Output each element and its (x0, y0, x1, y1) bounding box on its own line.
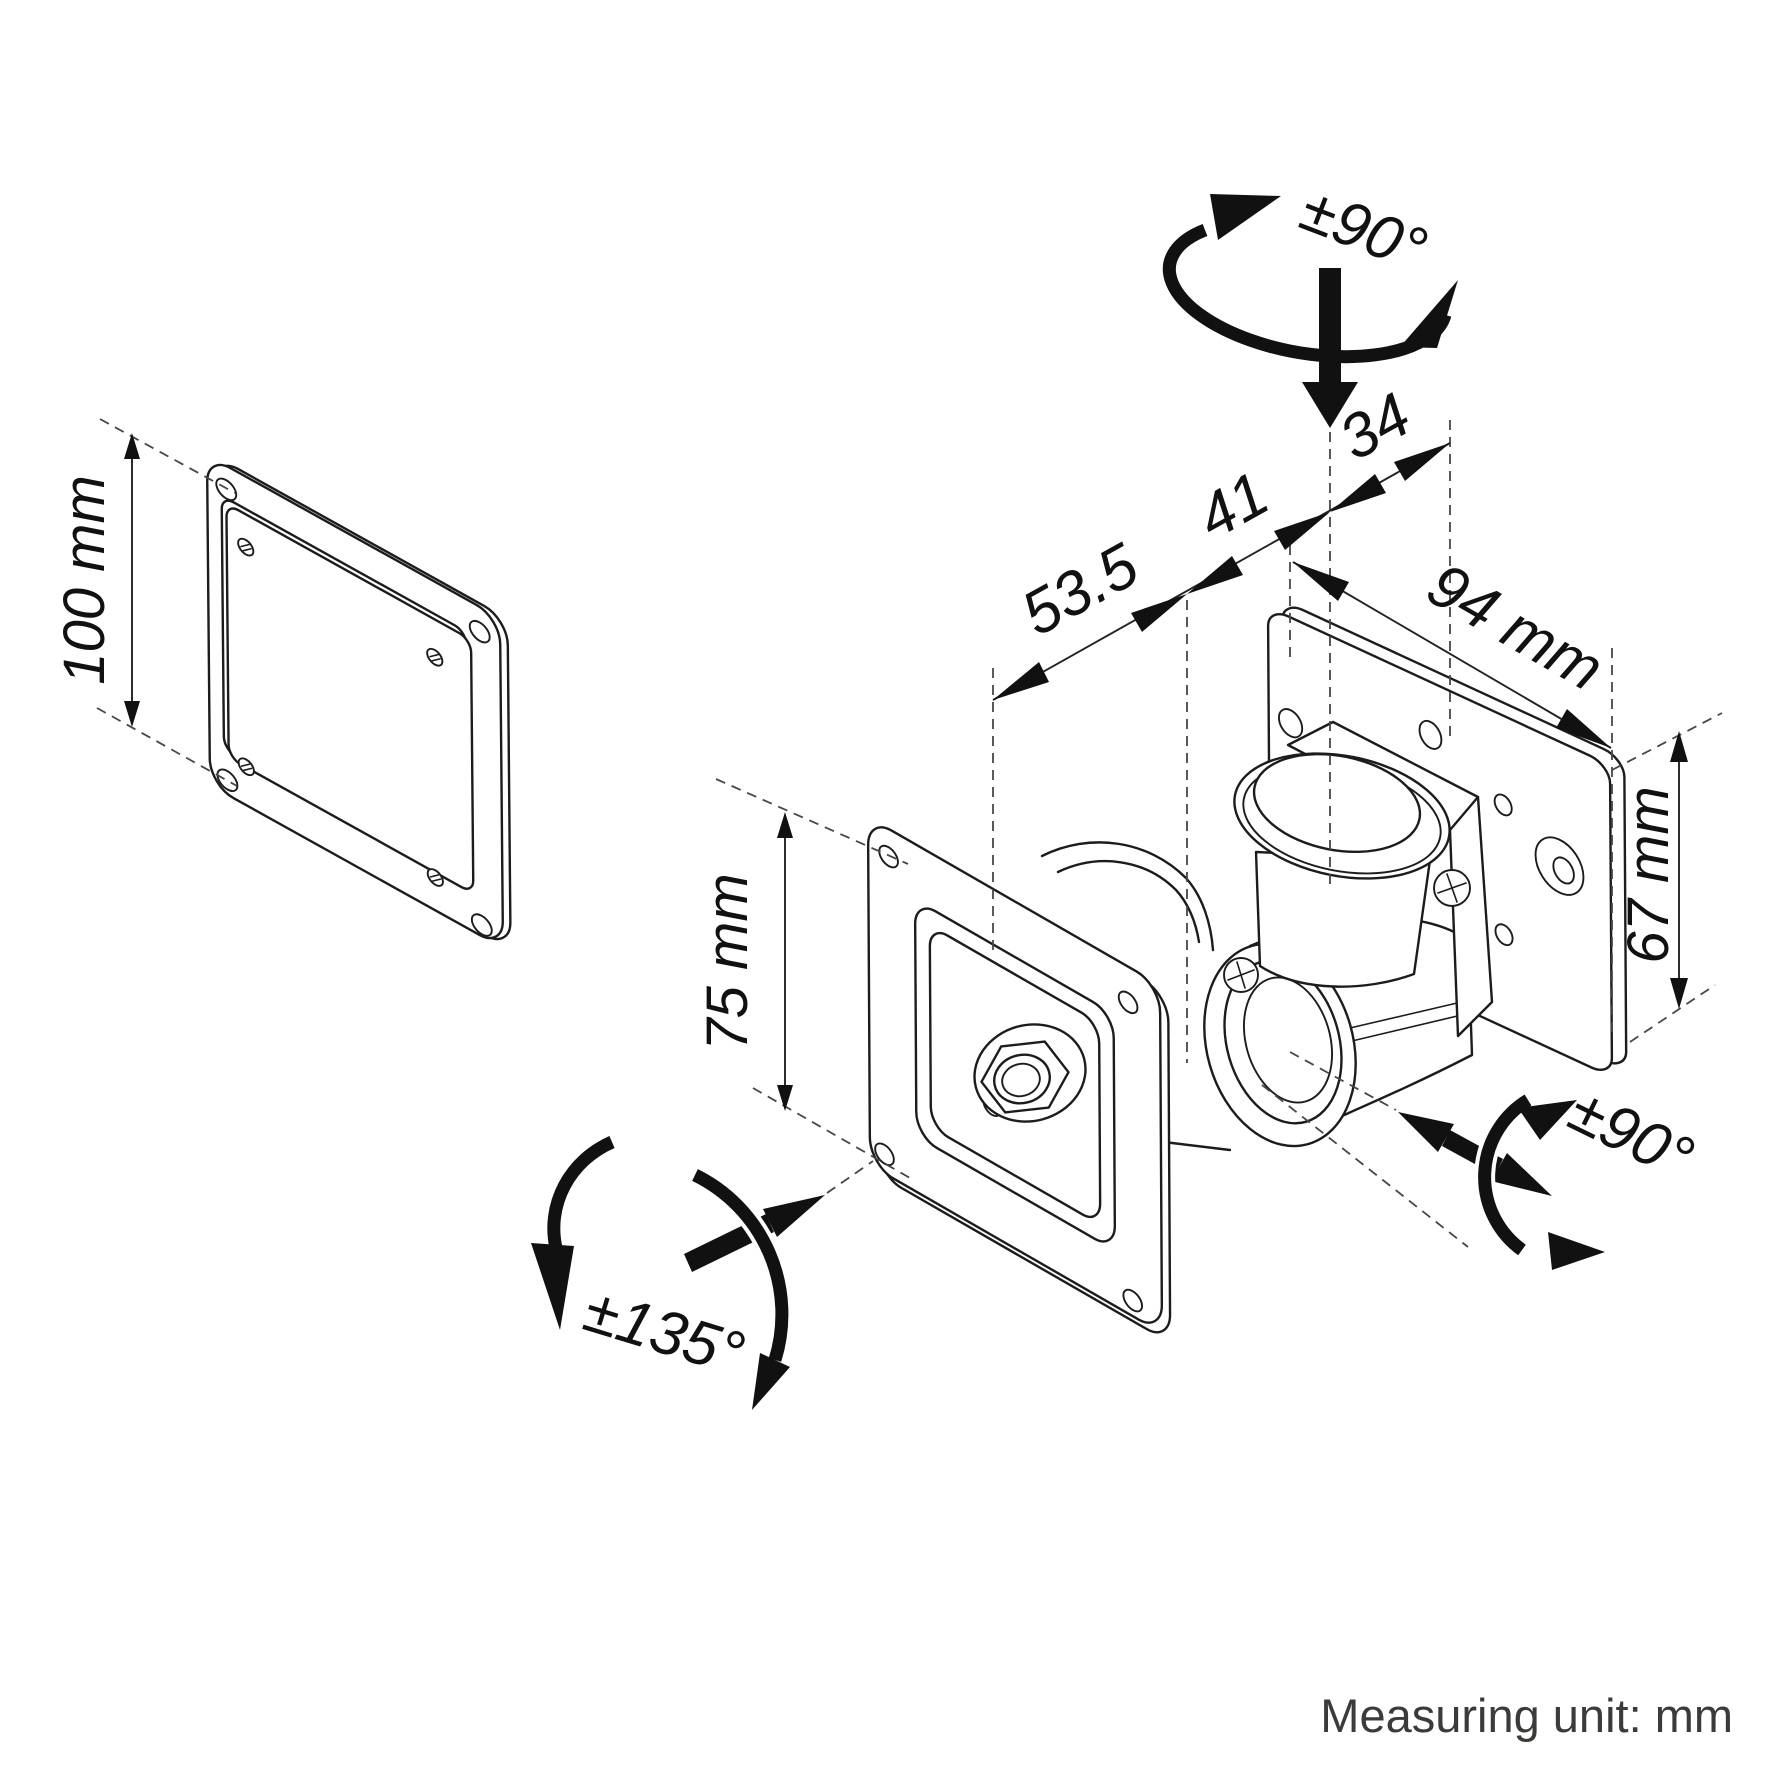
pan-arrow-head-icon (1491, 1153, 1552, 1196)
bolt-bore (1001, 1062, 1041, 1098)
phillips-screw-icon (1223, 957, 1259, 993)
threaded-hole (239, 755, 254, 778)
swivel-knob-top-face (1252, 752, 1422, 854)
wall-plate-slot-hole (1279, 705, 1302, 742)
wall-plate-countersunk-hole (1535, 829, 1583, 904)
dim-label-100mm: 100 mm (52, 475, 117, 685)
threaded-hole (427, 646, 442, 669)
rotation-arrowhead-icon (1210, 194, 1281, 240)
tilt-housing-outer-arc (1040, 841, 1215, 952)
front-plate-corner-hole (1119, 988, 1138, 1018)
tilt-housing-inner-arc (1056, 860, 1201, 944)
front-plate-corner-hole (1123, 1286, 1142, 1316)
wall-plate-small-hole (1495, 791, 1512, 818)
clamp-bracket-front-face (1448, 795, 1494, 1038)
hex-bolt (973, 1023, 1087, 1123)
tilt-housing-bottom-edge (1162, 1140, 1232, 1152)
hinge-assembly (1040, 720, 1494, 1152)
swivel-knob-body (1254, 850, 1432, 988)
adapter-corner-hole (472, 910, 492, 940)
rotation-arrowhead-icon (1548, 1232, 1605, 1270)
wall-plate-small-hole (1495, 921, 1512, 948)
tilt-arrow-head-icon (763, 1195, 825, 1237)
axis-arrow-shaft (1319, 268, 1341, 385)
adapter-corner-hole (470, 617, 490, 647)
rotation-arrowhead-icon (1518, 1100, 1577, 1140)
dimension-75mm (777, 812, 793, 1111)
measuring-unit-note: Measuring unit: mm (1320, 1689, 1733, 1742)
clamp-split-seam (1349, 999, 1471, 1042)
rotation-side-swivel (1398, 1091, 1605, 1270)
rotation-tilt (531, 1136, 825, 1410)
rotation-arc (692, 1169, 789, 1362)
dimension-94mm (1292, 561, 1612, 749)
rotation-arc (547, 1136, 615, 1250)
wall-plate-slot-hole (1419, 717, 1441, 753)
rotation-top-swivel (1162, 194, 1458, 428)
tilt-ring (1203, 942, 1357, 1148)
extension-lines (96, 418, 1723, 1248)
dimension-67mm (1670, 731, 1688, 1009)
phillips-screw-icon (1433, 869, 1471, 907)
pan-arrow-head-icon (1398, 1112, 1454, 1152)
swivel-knob (1233, 752, 1451, 988)
dimension-depth-segments (992, 442, 1451, 701)
threaded-hole (428, 866, 443, 889)
rotation-arrowhead-icon (752, 1353, 790, 1410)
axis-arrow-head-icon (1302, 382, 1358, 428)
adapter-corner-hole (216, 475, 236, 505)
dimension-100mm (124, 433, 140, 727)
front-plate-corner-hole (875, 1139, 894, 1169)
rotation-arrowhead-icon (531, 1243, 574, 1330)
threaded-hole (238, 536, 253, 559)
dim-label-67mm: 67 mm (1616, 786, 1681, 963)
rotation-arrowhead-icon (1400, 280, 1458, 348)
dim-label-75mm: 75 mm (695, 873, 760, 1050)
adapter-insert-front (226, 504, 473, 894)
bolt-collar (993, 1053, 1051, 1105)
vesa-adapter-plate (207, 452, 511, 953)
rotation-arc (1478, 1094, 1532, 1256)
